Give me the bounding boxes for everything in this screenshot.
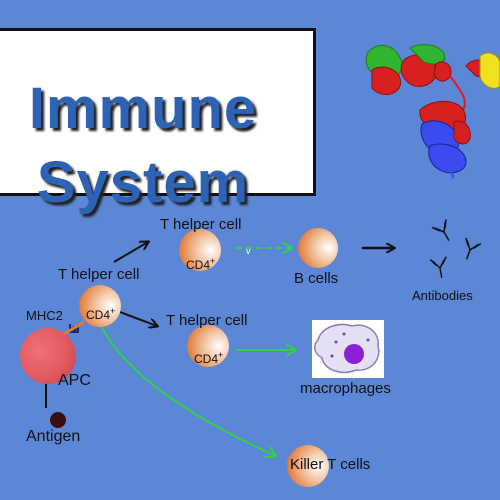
th-left-label: T helper cell: [58, 266, 140, 283]
title-line-2: System: [36, 150, 250, 215]
th-top-marker: CD4+: [186, 256, 216, 272]
th-top-label: T helper cell: [160, 216, 242, 233]
arrow-to-th-mid: [119, 311, 157, 326]
title-box: Immune System: [0, 28, 316, 215]
th-mid-marker: CD4+: [194, 350, 224, 366]
title-line-1: Immune: [28, 76, 258, 141]
arrow-to-th-top: [113, 242, 148, 263]
mhc2-receptor-icon: [63, 320, 85, 336]
b-cells-label: B cells: [294, 270, 339, 287]
th-mid-label: T helper cell: [166, 312, 248, 329]
apc-cell: [20, 328, 76, 384]
th-left-marker: CD4+: [86, 306, 116, 322]
small-v-label: v: [246, 246, 251, 256]
th-top-cell: [179, 229, 221, 271]
antigen-particle: [50, 412, 66, 428]
protein-structure-icon: [365, 44, 500, 179]
mhc2-label: MHC2: [26, 308, 63, 323]
macrophage-cell: [312, 320, 384, 378]
th-left-cell: [79, 285, 121, 327]
killer-t-cell: [287, 445, 329, 487]
antibodies-label: Antibodies: [412, 288, 473, 303]
macrophages-label: macrophages: [300, 380, 391, 397]
b-cell: [298, 228, 338, 268]
th-mid-cell: [187, 325, 229, 367]
antibody-icon: [429, 219, 482, 278]
apc-label: APC: [58, 372, 91, 389]
arrow-to-killer: [97, 319, 276, 456]
antigen-label: Antigen: [26, 428, 81, 445]
killer-label: Killer T cells: [290, 456, 371, 473]
